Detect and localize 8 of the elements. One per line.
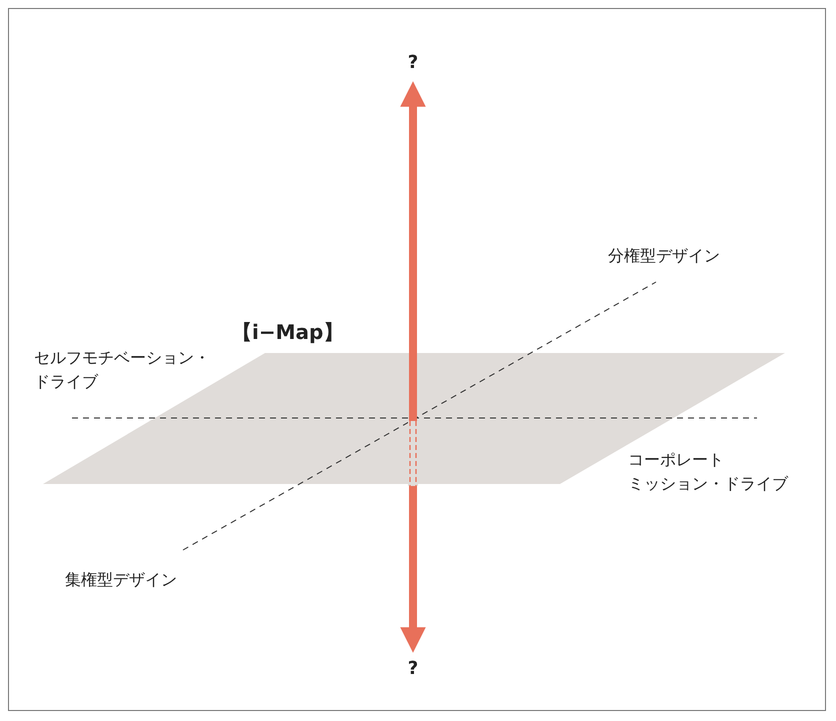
question-mark: ? bbox=[398, 52, 428, 73]
axis-label: コーポレートミッション・ドライブ bbox=[628, 449, 790, 495]
double-headed-arrow bbox=[400, 81, 426, 653]
axis-label: 集権型デザイン bbox=[65, 569, 177, 591]
question-mark: ? bbox=[398, 658, 428, 679]
axis-label: 分権型デザイン bbox=[608, 245, 720, 267]
map-title: 【i−Map】 bbox=[232, 320, 344, 344]
axis-label: セルフモチベーション・ドライブ bbox=[34, 347, 211, 393]
